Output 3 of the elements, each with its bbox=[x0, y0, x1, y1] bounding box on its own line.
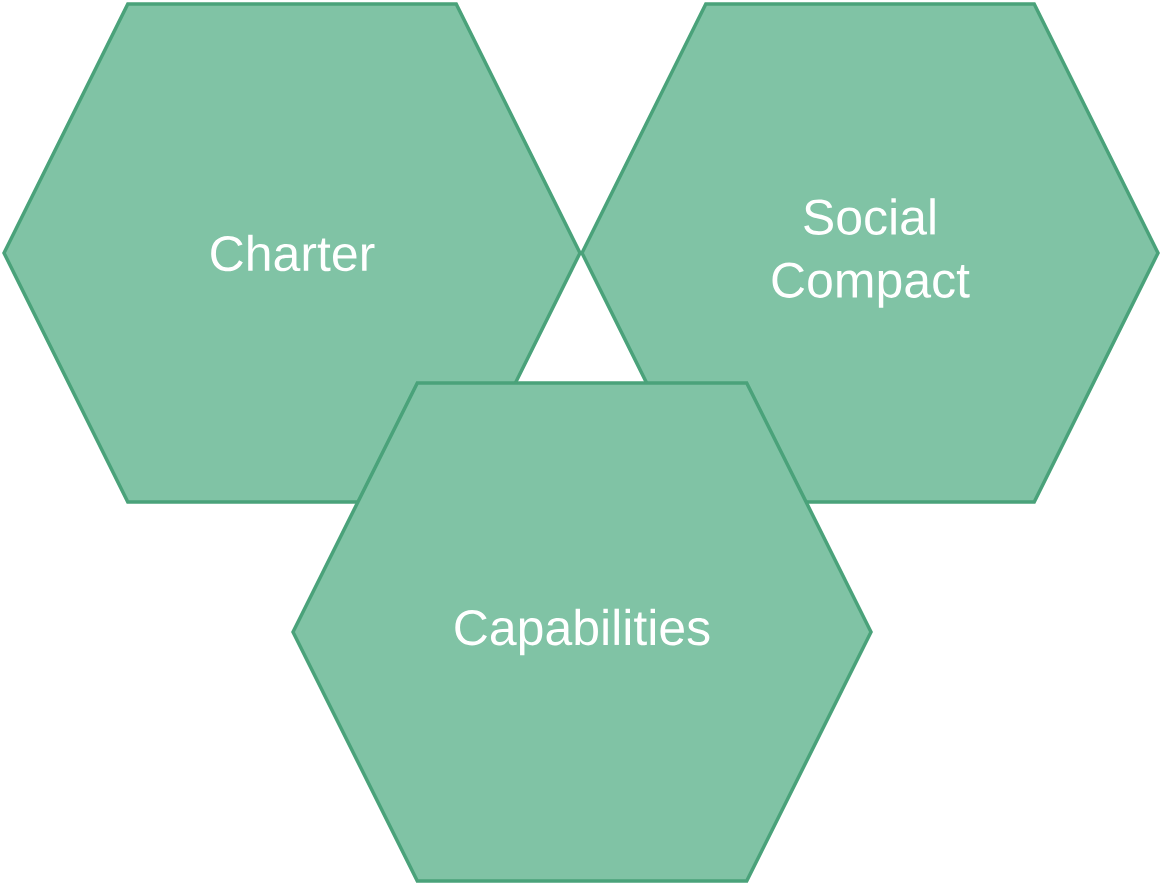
hexagon: Charter bbox=[2, 2, 582, 504]
hexagon: Capabilities bbox=[291, 381, 873, 883]
hexagon: Social Compact bbox=[580, 2, 1160, 504]
